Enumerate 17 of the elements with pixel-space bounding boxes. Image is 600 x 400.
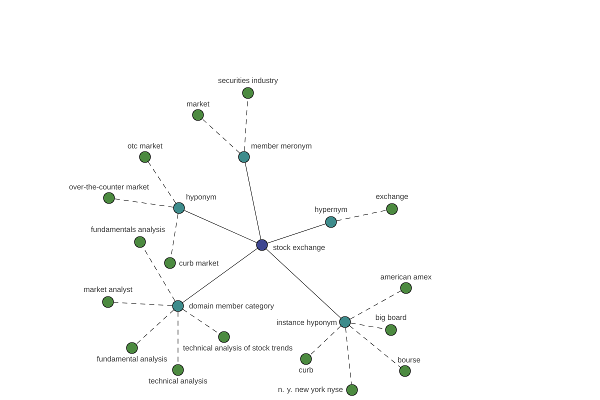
connector-line (244, 162, 262, 240)
connector-line (266, 248, 341, 318)
connector-line (244, 98, 248, 152)
connector-line (182, 248, 258, 303)
connector-line (184, 210, 257, 243)
connector-line (349, 325, 401, 368)
connector-line (310, 326, 342, 356)
connector-line (114, 302, 172, 306)
connector-line (136, 310, 174, 344)
connector-line (350, 290, 402, 320)
connector-line (148, 162, 176, 204)
connector-line (345, 328, 352, 384)
connector-line (267, 224, 326, 244)
connector-line (114, 198, 174, 208)
connector-line (336, 210, 387, 222)
connector-line (202, 118, 240, 154)
connector-line (182, 309, 220, 334)
